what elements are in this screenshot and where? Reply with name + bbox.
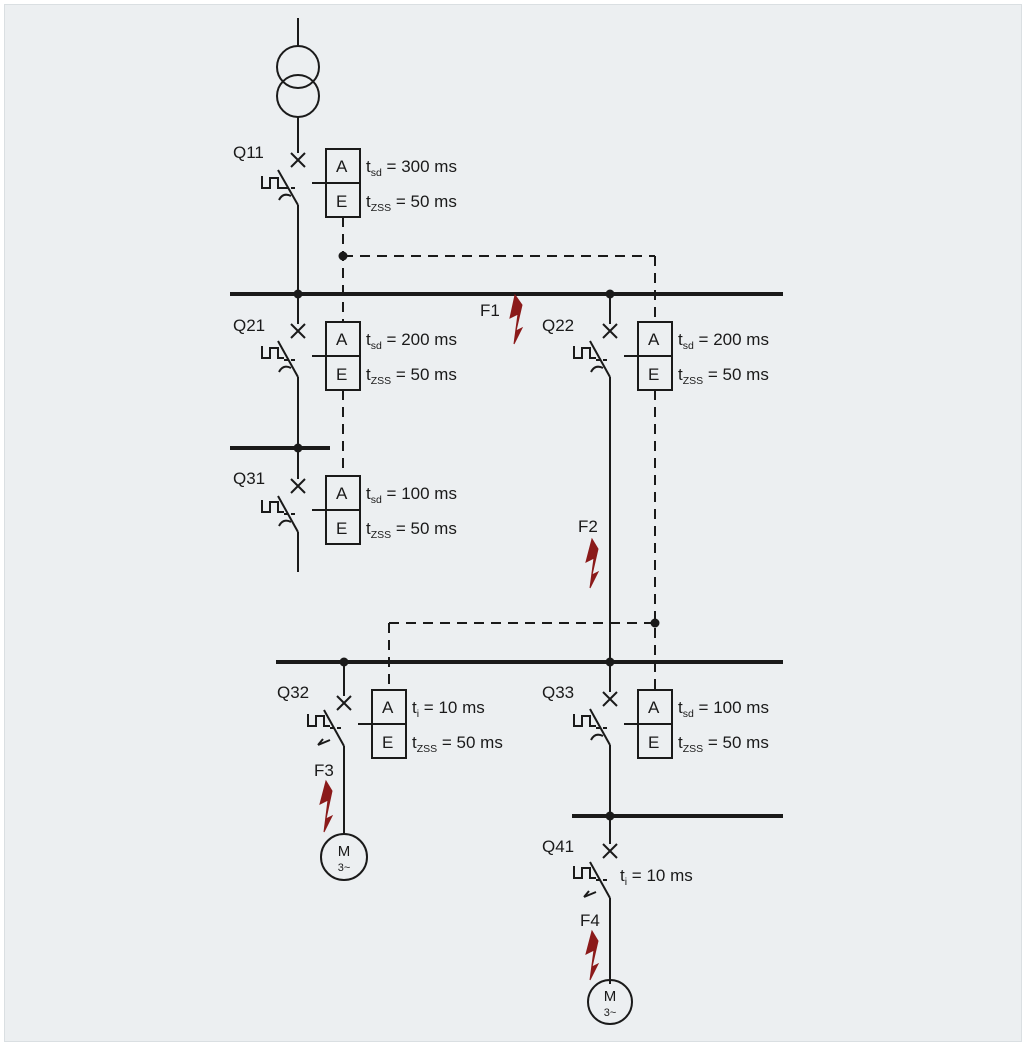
- q11-e-letter: E: [336, 192, 347, 211]
- f4-label: F4: [580, 911, 600, 930]
- q32-ti-setting: ti = 10 ms: [412, 698, 485, 720]
- q22-e-letter: E: [648, 365, 659, 384]
- q32-protection-unit: [358, 689, 407, 759]
- q32-e-letter: E: [382, 733, 393, 752]
- q32-breaker: [307, 662, 352, 834]
- q33-tsd-setting: tsd = 100 ms: [678, 698, 769, 720]
- q33-e-letter: E: [648, 733, 659, 752]
- q41-ti-setting: ti = 10 ms: [620, 866, 693, 888]
- q22-tzss-setting: tZSS = 50 ms: [678, 365, 769, 387]
- f2-fault-icon: [585, 537, 600, 589]
- q11-a-letter: A: [336, 157, 348, 176]
- motor-1-phase: 3~: [338, 862, 351, 874]
- motor-2-phase: 3~: [604, 1007, 617, 1019]
- diagram-frame: [4, 4, 1022, 1042]
- q21-tsd-setting: tsd = 200 ms: [366, 330, 457, 352]
- q11-label: Q11: [233, 143, 264, 162]
- q41-breaker: [573, 816, 618, 984]
- q21-label: Q21: [233, 316, 265, 335]
- motor-2: [587, 979, 633, 1025]
- q32-tzss-setting: tZSS = 50 ms: [412, 733, 503, 755]
- q32-a-letter: A: [382, 698, 394, 717]
- transformer-winding-1: [276, 45, 320, 89]
- q31-tsd-setting: tsd = 100 ms: [366, 484, 457, 506]
- fault-symbols: [319, 293, 600, 981]
- f3-label: F3: [314, 761, 334, 780]
- q33-a-letter: A: [648, 698, 660, 717]
- q33-label: Q33: [542, 683, 574, 702]
- f3-fault-icon: [319, 779, 334, 833]
- q22-a-letter: A: [648, 330, 660, 349]
- f4-fault-icon: [585, 929, 600, 981]
- q22-tsd-setting: tsd = 200 ms: [678, 330, 769, 352]
- q31-tzss-setting: tZSS = 50 ms: [366, 519, 457, 541]
- q32-label: Q32: [277, 683, 309, 702]
- q33-tzss-setting: tZSS = 50 ms: [678, 733, 769, 755]
- q22-breaker: [573, 294, 618, 662]
- q21-tzss-setting: tZSS = 50 ms: [366, 365, 457, 387]
- f2-label: F2: [578, 517, 598, 536]
- junction-dots: [293, 251, 660, 821]
- q31-label: Q31: [233, 469, 265, 488]
- q11-tsd-setting: tsd = 300 ms: [366, 157, 457, 179]
- q11-tzss-setting: tZSS = 50 ms: [366, 192, 457, 214]
- q31-breaker: [261, 448, 306, 572]
- q21-breaker: [261, 294, 306, 448]
- q21-a-letter: A: [336, 330, 348, 349]
- f1-fault-icon: [509, 293, 524, 345]
- q22-label: Q22: [542, 316, 574, 335]
- q31-e-letter: E: [336, 519, 347, 538]
- q31-a-letter: A: [336, 484, 348, 503]
- q33-protection-unit: [624, 689, 673, 759]
- q41-label: Q41: [542, 837, 574, 856]
- motor-1: [320, 833, 368, 881]
- q33-breaker: [573, 662, 618, 816]
- f1-label: F1: [480, 301, 500, 320]
- transformer-winding-2: [276, 74, 320, 118]
- q11-breaker: [261, 152, 306, 294]
- q21-e-letter: E: [336, 365, 347, 384]
- motor-1-label: M: [338, 843, 351, 860]
- motor-2-label: M: [604, 988, 617, 1005]
- zss-interlock-wiring: [342, 217, 656, 690]
